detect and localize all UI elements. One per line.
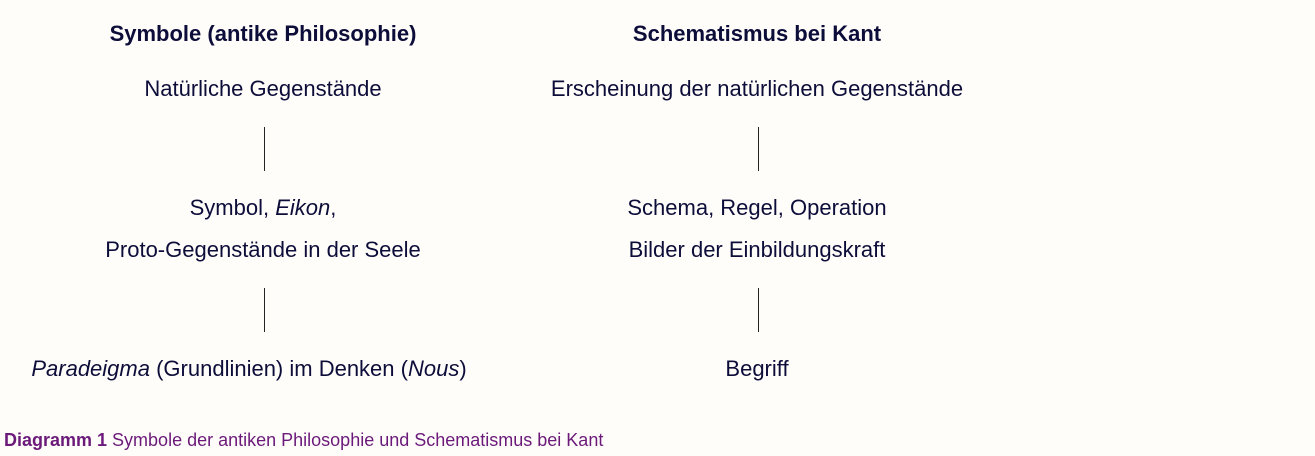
right-column-title: Schematismus bei Kant (632, 21, 882, 46)
right-node-appearance: Erscheinung der natürlichen Gegenstände (550, 76, 964, 101)
left-node-natural-objects: Natürliche Gegenstände (144, 76, 382, 101)
right-node-concept: Begriff (725, 356, 789, 381)
right-node-schema: Schema, Regel, Operation (627, 195, 887, 220)
right-connector-2 (758, 288, 759, 332)
right-connector-1 (758, 127, 759, 171)
left-node-proto-objects: Proto-Gegenstände in der Seele (105, 237, 421, 262)
caption-label: Diagramm 1 (4, 430, 108, 450)
left-node-symbol-text: Symbol, (189, 195, 276, 220)
left-column-title: Symbole (antike Philosophie) (109, 21, 417, 46)
left-node-paradeigma: Paradeigma (Grundlinien) im Denken (Nous… (31, 355, 466, 383)
left-node-paren-close: ) (459, 356, 467, 381)
right-node-imagination: Bilder der Einbildungskraft (628, 237, 886, 262)
left-node-paradeigma-term: Paradeigma (31, 356, 150, 381)
left-connector-1 (264, 127, 265, 171)
left-node-nous: Nous (407, 356, 460, 381)
left-node-symbol: Symbol, Eikon, (190, 194, 337, 222)
left-node-paradeigma-text: (Grundlinien) im Denken ( (149, 356, 408, 381)
caption-text: Symbole der antiken Philosophie und Sche… (107, 430, 604, 450)
diagram-caption: Diagramm 1 Symbole der antiken Philosoph… (4, 428, 603, 452)
left-node-eikon: Eikon (275, 195, 331, 220)
left-node-symbol-comma: , (330, 195, 337, 220)
left-connector-2 (264, 288, 265, 332)
